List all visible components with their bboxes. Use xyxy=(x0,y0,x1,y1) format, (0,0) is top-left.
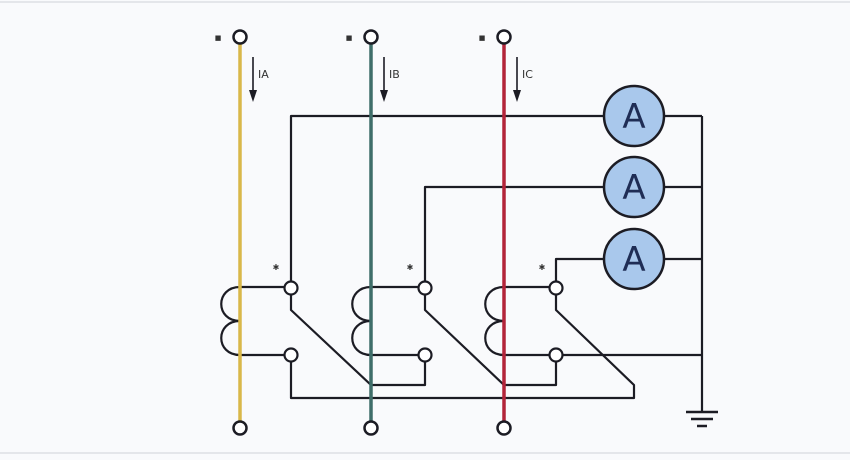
phase-a-terminal-top xyxy=(232,29,248,45)
ammeter-3-symbol: A xyxy=(622,240,645,280)
ammeter-3: A xyxy=(602,227,666,291)
ammeter-2-body xyxy=(602,155,666,219)
phase-c-terminal-bottom xyxy=(496,420,512,436)
phase-a-terminal-mark: ■ xyxy=(215,34,222,42)
ct-terminals xyxy=(283,280,564,363)
wire-meter3 xyxy=(554,257,604,282)
ammeter-2-symbol: A xyxy=(622,168,645,208)
ctA-terminal-top xyxy=(283,280,299,296)
arrowhead-icon xyxy=(513,90,521,102)
wire-meter1 xyxy=(289,114,604,282)
ctA-polarity-mark: ✱ xyxy=(273,263,280,272)
ammeter-2: A xyxy=(602,155,666,219)
wire-ctC-diag xyxy=(289,295,636,400)
phase-b-terminal-top xyxy=(363,29,379,45)
phase-c-terminal-top xyxy=(496,29,512,45)
ammeters: A A A xyxy=(602,84,666,291)
ctC-terminal-bottom xyxy=(548,347,564,363)
phase-b-current-label: IB xyxy=(389,68,400,81)
arrowhead-icon xyxy=(249,90,257,102)
phase-c-current-label: IC xyxy=(522,68,533,81)
ctC-polarity-mark: ✱ xyxy=(539,263,546,272)
phase-b-terminal-mark: ■ xyxy=(346,34,353,42)
ctB-terminal-bottom xyxy=(417,347,433,363)
arrowhead-icon xyxy=(380,90,388,102)
ctB-polarity-mark: ✱ xyxy=(407,263,414,272)
phase-a-current-label: IA xyxy=(258,68,269,81)
phase-a-terminal-bottom xyxy=(232,420,248,436)
phase-c-terminal-mark: ■ xyxy=(479,34,486,42)
primary-lines: ■ IA ■ IB ■ IC xyxy=(215,29,533,436)
ammeter-1-body xyxy=(602,84,666,148)
ctC-terminal-top xyxy=(548,280,564,296)
ammeter-1-symbol: A xyxy=(622,97,645,137)
ammeter-3-body xyxy=(602,227,666,291)
ctA-terminal-bottom xyxy=(283,347,299,363)
wire-meter2 xyxy=(423,185,604,282)
phase-b-terminal-bottom xyxy=(363,420,379,436)
ammeter-1: A xyxy=(602,84,666,148)
ground-icon xyxy=(686,410,718,428)
ctB-terminal-top xyxy=(417,280,433,296)
